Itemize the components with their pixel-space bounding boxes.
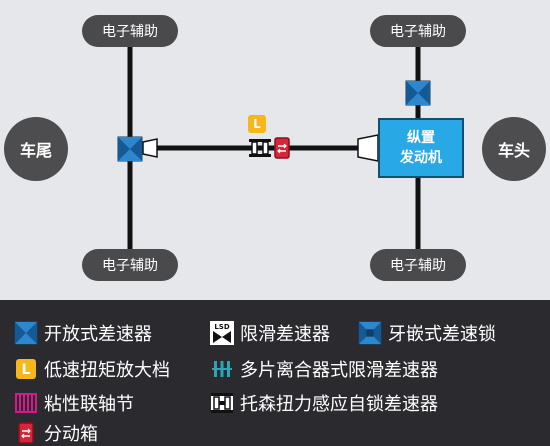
low-range-icon-text: L: [22, 362, 31, 378]
legend-label-torsen: 托森扭力感应自锁差速器: [240, 394, 438, 415]
legend-label-open-diff: 开放式差速器: [44, 324, 152, 345]
transfer-case-icon: [274, 137, 290, 163]
assist-top-right: 电子辅助: [370, 15, 466, 47]
legend-item-multi-plate: 多片离合器式限滑差速器: [210, 356, 438, 382]
engine-label-line2: 发动机: [400, 150, 442, 166]
lsd-icon: LSD: [210, 321, 234, 345]
legend-item-lsd: LSD 限滑差速器: [210, 320, 330, 346]
engine-output-coupling: [357, 134, 379, 162]
torsen-icon: [210, 391, 234, 415]
transfer-case-legend-icon: [14, 421, 38, 445]
lsd-icon-text: LSD: [214, 323, 230, 331]
low-range-icon: L: [14, 357, 38, 381]
assist-bottom-right: 电子辅助: [370, 249, 466, 281]
legend-label-lsd: 限滑差速器: [240, 324, 330, 345]
torsen-differential-icon: [249, 139, 271, 161]
assist-top-left: 电子辅助: [82, 15, 178, 47]
legend-item-viscous: 粘性联轴节: [14, 390, 134, 416]
front-label: 车头: [482, 117, 546, 181]
viscous-coupling-icon: [14, 391, 38, 415]
legend-item-torsen: 托森扭力感应自锁差速器: [210, 390, 438, 416]
low-range-badge: L: [248, 115, 266, 133]
legend-panel: 开放式差速器 LSD 限滑差速器 牙嵌式差速锁: [0, 300, 550, 446]
legend-item-transfer-case: 分动箱: [14, 420, 98, 446]
assist-bottom-left: 电子辅助: [82, 249, 178, 281]
open-differential-icon: [14, 321, 38, 345]
legend-item-locking-diff: 牙嵌式差速锁: [358, 320, 496, 346]
rear-shaft-coupling: [142, 138, 158, 158]
drivetrain-diagram: 电子辅助 电子辅助 电子辅助 电子辅助 车尾 车头 纵置 发动机 L: [4, 15, 546, 281]
multi-plate-clutch-icon: [210, 357, 234, 381]
rear-open-differential-icon: [117, 136, 143, 166]
legend-label-viscous: 粘性联轴节: [44, 394, 134, 415]
longitudinal-engine: 纵置 发动机: [378, 118, 464, 178]
legend-label-low-range: 低速扭矩放大档: [44, 360, 170, 381]
rear-label: 车尾: [4, 117, 68, 181]
legend-item-open-diff: 开放式差速器: [14, 320, 152, 346]
locking-differential-icon: [358, 321, 382, 345]
legend-item-low-range: L 低速扭矩放大档: [14, 356, 170, 382]
front-open-differential-icon: [405, 80, 431, 110]
legend-label-locking-diff: 牙嵌式差速锁: [388, 324, 496, 345]
engine-label-line1: 纵置: [407, 130, 435, 146]
legend-label-transfer-case: 分动箱: [44, 424, 98, 445]
legend-label-multi-plate: 多片离合器式限滑差速器: [240, 360, 438, 381]
